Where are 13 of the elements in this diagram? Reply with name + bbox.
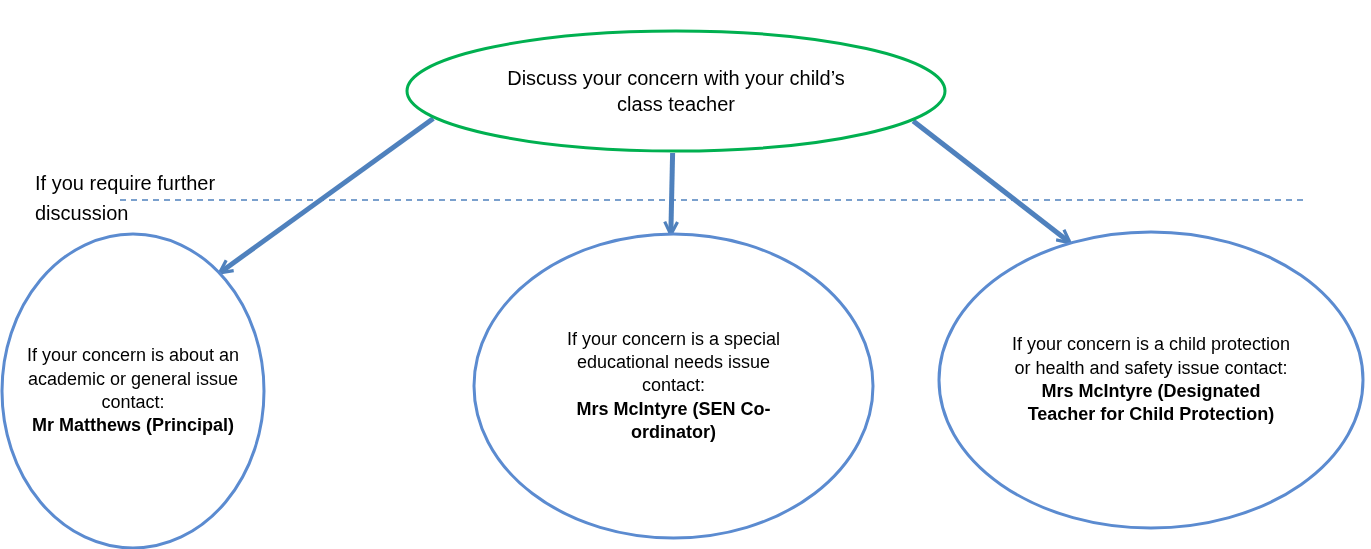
node-text: If your concern is a child protection or health and safety issue contact: (1011, 333, 1291, 380)
ellipse-node (472, 232, 875, 540)
arrow (217, 116, 435, 275)
contact-name: Mrs McIntyre (Designated Teacher for Child Protection) (1026, 380, 1276, 427)
node-text: If your concern is about an academic or general issue contact: (25, 344, 241, 414)
ellipse-node (405, 29, 947, 153)
node-text: Discuss your concern with your child’s class teacher (506, 66, 846, 117)
contact-name: Mr Matthews (Principal) (32, 414, 234, 438)
arrow (911, 119, 1072, 245)
node-text: If your concern is a special educational needs issue contact: (565, 327, 782, 398)
side-note: If you require further discussion (35, 171, 217, 226)
ellipse-node (937, 230, 1365, 530)
contact-name: Mrs McIntyre (SEN Co-ordinator) (575, 397, 772, 445)
